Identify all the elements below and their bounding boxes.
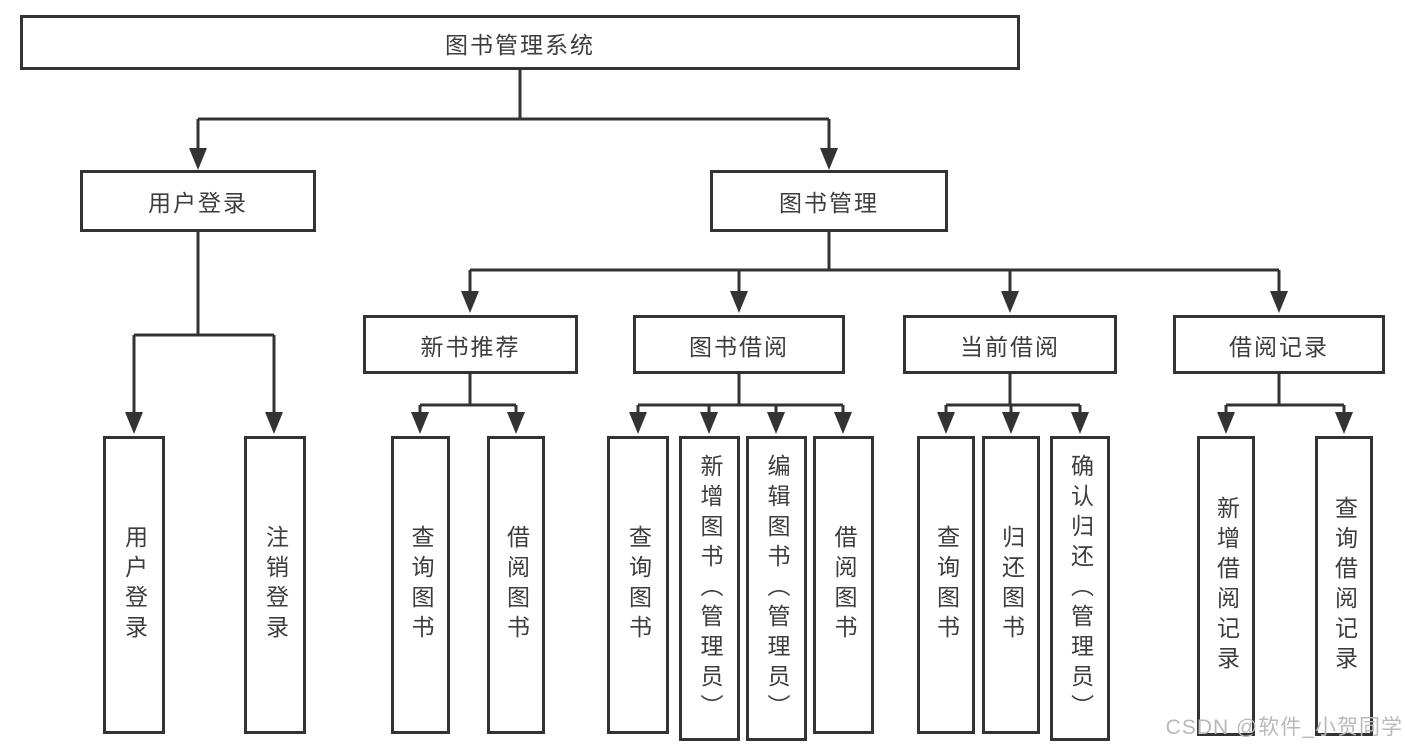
leaf-query-books-borrow: 查询图书 [607, 436, 669, 734]
leaf-label: 查询借阅记录 [1331, 496, 1358, 676]
arrowheads-user-login [125, 412, 283, 434]
connector-root-to-level2 [196, 70, 831, 150]
node-label: 当前借阅 [960, 333, 1060, 360]
leaf-query-books-recommend: 查询图书 [391, 436, 450, 734]
leaf-label: 查询图书 [408, 525, 434, 645]
arrowheads-level2 [189, 148, 838, 170]
leaf-borrow-books-recommend: 借阅图书 [487, 436, 545, 734]
node-label: 新书推荐 [420, 333, 521, 360]
leaf-label: 查询图书 [933, 525, 960, 645]
csdn-watermark: CSDN @软件_小贺同学 [1165, 716, 1403, 739]
connector-new-book-recommend [418, 374, 518, 414]
node-current-borrow: 当前借阅 [903, 315, 1117, 374]
leaf-label: 编辑图书（管理员） [764, 453, 790, 724]
leaf-add-borrow-record: 新增借阅记录 [1197, 436, 1255, 736]
leaf-label: 借阅图书 [503, 525, 530, 645]
leaf-user-login: 用户登录 [103, 436, 165, 734]
connector-book-borrow [636, 374, 845, 414]
connector-user-login-to-leaves [132, 232, 276, 414]
leaf-query-borrow-record: 查询借阅记录 [1315, 436, 1373, 736]
connector-current-borrow [944, 374, 1082, 414]
node-label: 用户登录 [148, 190, 248, 216]
leaf-add-book-admin: 新增图书（管理员） [679, 436, 740, 741]
leaf-query-books-current: 查询图书 [917, 436, 975, 734]
node-library-management-system: 图书管理系统 [20, 15, 1020, 70]
node-user-login: 用户登录 [80, 170, 316, 232]
node-borrow-records: 借阅记录 [1173, 315, 1385, 374]
leaf-label: 用户登录 [121, 525, 148, 645]
arrowheads-current-borrow [937, 412, 1089, 434]
leaf-label: 借阅图书 [831, 525, 857, 645]
node-label: 图书借阅 [689, 333, 789, 360]
leaf-logout-login: 注销登录 [244, 436, 306, 734]
leaf-confirm-return-admin: 确认归还（管理员） [1050, 436, 1110, 741]
node-label: 图书管理系统 [445, 31, 595, 58]
leaf-edit-book-admin: 编辑图书（管理员） [746, 436, 807, 741]
node-book-borrow: 图书借阅 [633, 315, 845, 374]
leaf-label: 查询图书 [625, 525, 652, 645]
node-new-book-recommend: 新书推荐 [363, 315, 578, 374]
leaf-borrow-books: 借阅图书 [813, 436, 874, 734]
node-label: 借阅记录 [1229, 333, 1329, 360]
node-label: 图书管理 [779, 190, 879, 216]
leaf-label: 归还图书 [998, 525, 1025, 645]
leaf-label: 新增借阅记录 [1213, 496, 1240, 676]
arrowheads-borrow-records [1217, 412, 1353, 434]
connector-borrow-records [1224, 374, 1346, 414]
leaf-label: 新增图书（管理员） [697, 453, 723, 724]
node-book-management: 图书管理 [710, 170, 948, 232]
arrowheads-level3 [461, 291, 1288, 313]
leaf-label: 注销登录 [262, 525, 289, 645]
leaf-return-book: 归还图书 [982, 436, 1040, 734]
connector-book-management-to-level3 [468, 232, 1281, 293]
arrowheads-book-borrow [629, 412, 852, 434]
leaf-label: 确认归还（管理员） [1067, 453, 1094, 724]
arrowheads-new-book-recommend [411, 412, 525, 434]
